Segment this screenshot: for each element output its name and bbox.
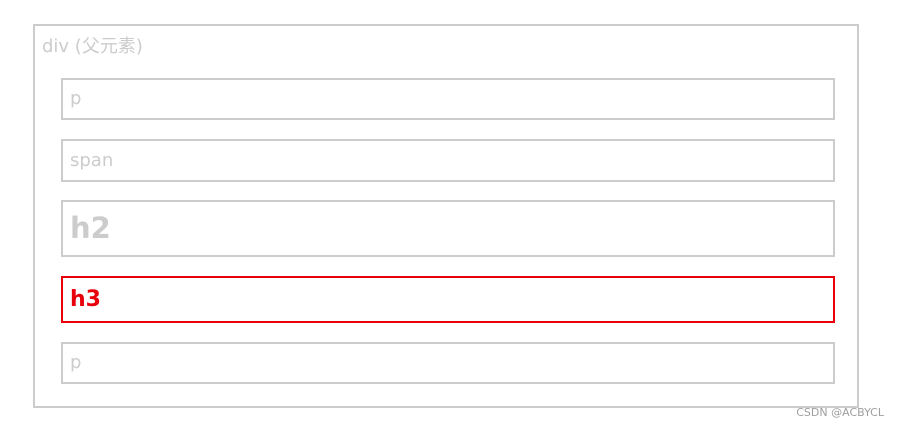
child-p-box-2: p	[61, 342, 835, 384]
child-h2-label: h2	[70, 211, 111, 245]
parent-div-label: div (父元素)	[42, 36, 143, 57]
child-p-label-2: p	[70, 352, 82, 373]
child-h2-box: h2	[61, 200, 835, 257]
child-p-label-1: p	[70, 88, 82, 109]
csdn-watermark: CSDN @ACBYCL	[796, 406, 884, 419]
child-span-box: span	[61, 139, 835, 182]
child-p-box-1: p	[61, 78, 835, 120]
child-span-label: span	[70, 149, 114, 171]
parent-div-box: div (父元素) p span h2 h3 p	[33, 24, 859, 408]
child-h3-box-highlighted: h3	[61, 276, 835, 323]
child-h3-label: h3	[70, 286, 101, 312]
